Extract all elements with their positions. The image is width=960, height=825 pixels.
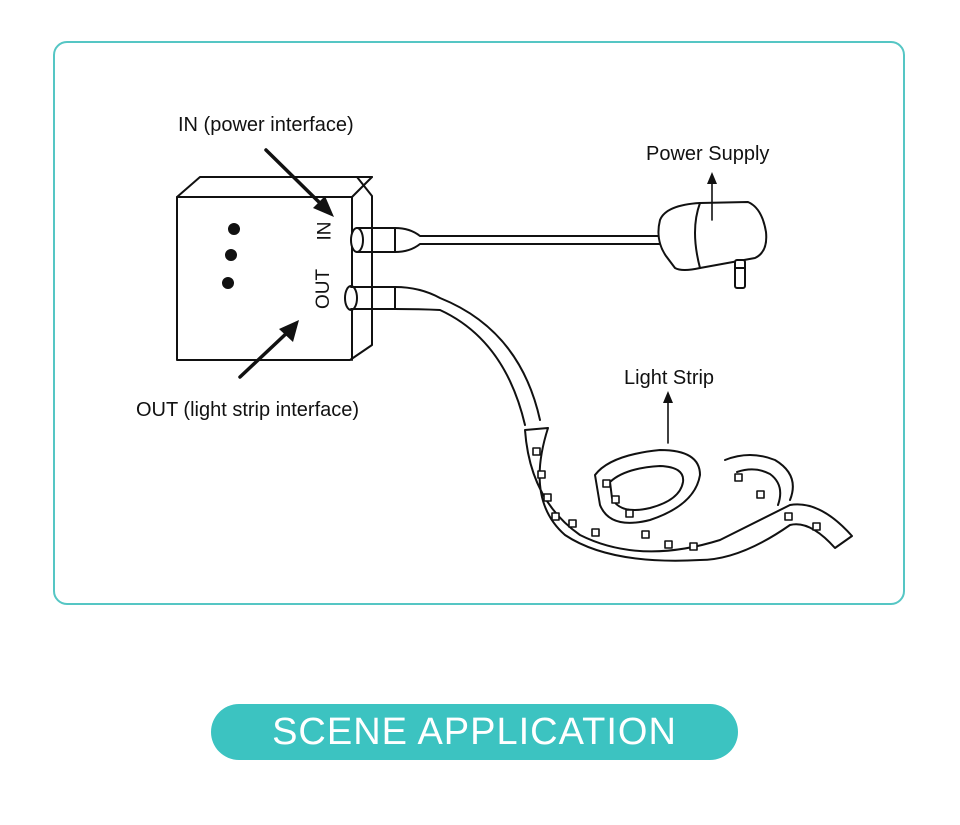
power-cable (356, 227, 661, 253)
power-supply (657, 201, 768, 289)
indicator-dot (222, 277, 234, 289)
banner-text: SCENE APPLICATION (272, 710, 677, 753)
in-port-label: IN (314, 221, 336, 241)
diagram-frame (53, 41, 905, 605)
out-arrow (238, 320, 299, 379)
out-port (344, 285, 358, 311)
indicator-dot (228, 223, 240, 235)
power-supply-label: Power Supply (646, 143, 770, 165)
light-strip-arrow (663, 391, 673, 444)
light-strip (524, 427, 853, 562)
in-arrow (264, 148, 334, 217)
controller-box (176, 176, 373, 361)
out-port-label: OUT (313, 268, 335, 310)
power-supply-arrow (707, 172, 717, 221)
in-port (350, 227, 364, 253)
out-note-label: OUT (light strip interface) (136, 399, 360, 421)
scene-application-banner: SCENE APPLICATION (211, 704, 738, 760)
light-strip-label: Light Strip (624, 367, 715, 389)
in-note-label: IN (power interface) (178, 114, 354, 136)
indicator-dot (225, 249, 237, 261)
strip-cable (350, 286, 541, 426)
